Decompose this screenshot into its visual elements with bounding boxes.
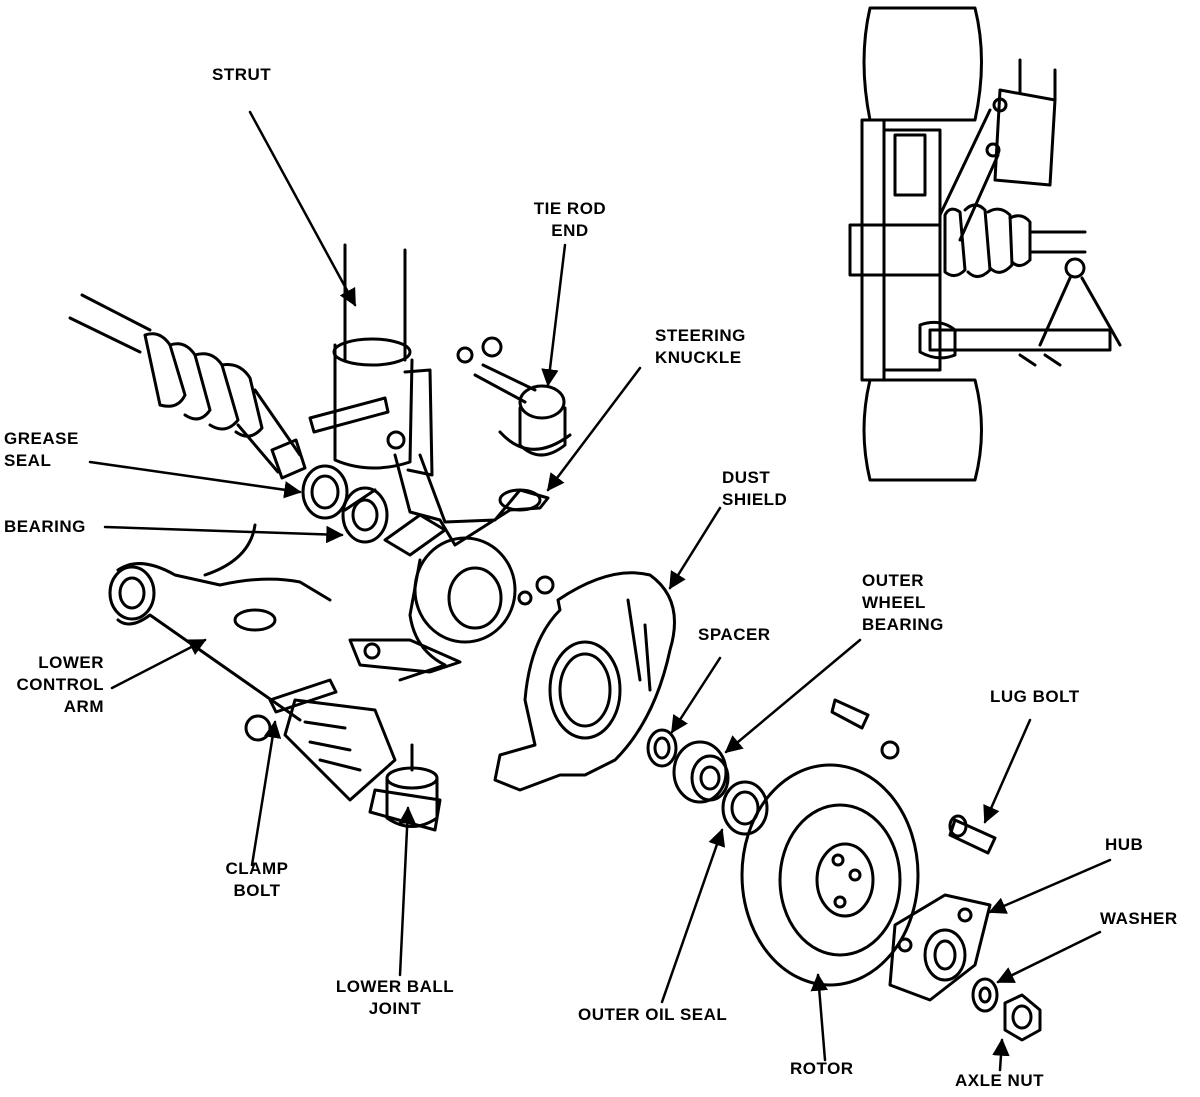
label-outer-wheel-bearing: OUTER WHEEL BEARING	[862, 571, 944, 634]
leader-arrows	[88, 110, 1112, 1072]
rotor-drawing	[740, 698, 920, 987]
label-lower-control-arm: LOWER CONTROL ARM	[16, 653, 104, 716]
label-spacer: SPACER	[698, 625, 771, 644]
hub-assembly-drawing	[888, 814, 1042, 1042]
label-dust-shield: DUST SHIELD	[722, 468, 788, 509]
label-clamp-bolt: CLAMP BOLT	[225, 859, 289, 900]
strut-drawing	[308, 243, 434, 477]
spacer-bearing-seal-drawing	[646, 728, 769, 836]
label-axle-nut: AXLE NUT	[955, 1071, 1044, 1090]
label-bearing: BEARING	[4, 517, 86, 536]
label-tie-rod-end: TIE ROD END	[533, 199, 607, 240]
lower-control-arm-drawing	[108, 523, 397, 802]
inset-assembly-view	[848, 6, 1122, 482]
label-lug-bolt: LUG BOLT	[990, 687, 1080, 706]
label-steering-knuckle: STEERING KNUCKLE	[655, 326, 746, 367]
grease-seal-bearing-drawing	[301, 464, 389, 544]
dust-shield-drawing	[493, 571, 676, 792]
label-outer-oil-seal: OUTER OIL SEAL	[578, 1005, 728, 1024]
lower-ball-joint-drawing	[368, 743, 442, 832]
tie-rod-end-drawing	[456, 336, 572, 457]
label-washer: WASHER	[1100, 909, 1178, 928]
label-hub: HUB	[1105, 835, 1144, 854]
axle-shaft	[68, 293, 307, 480]
label-rotor: ROTOR	[790, 1059, 854, 1078]
steering-knuckle-drawing	[348, 453, 555, 682]
label-grease-seal: GREASE SEAL	[4, 429, 79, 470]
label-strut: STRUT	[212, 65, 272, 84]
label-lower-ball-joint: LOWER BALL JOINT	[335, 977, 455, 1018]
